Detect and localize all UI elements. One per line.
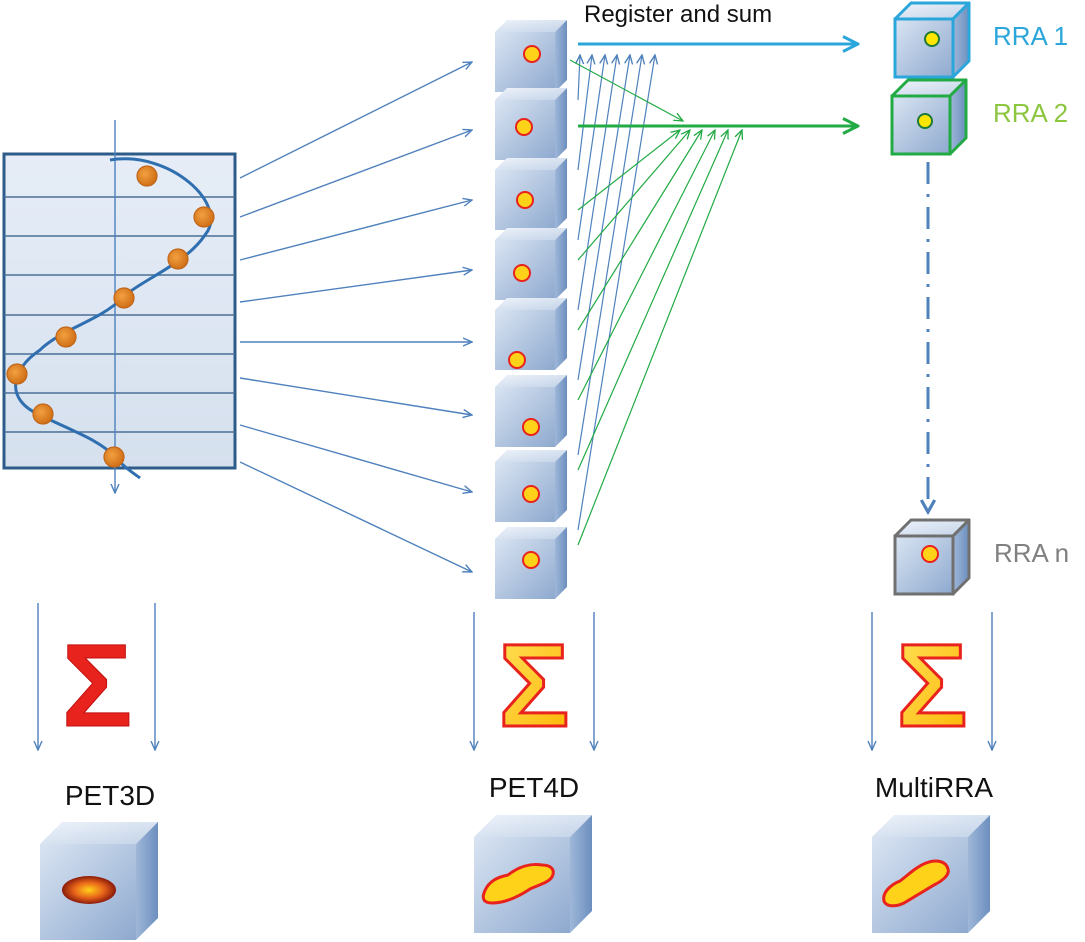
rran-cube [893, 518, 971, 596]
gated-frame-cube [495, 375, 567, 447]
sum-sigma-icon: Σ [62, 620, 133, 752]
gated-frame-stack [495, 20, 567, 599]
gated-frame-cube [495, 20, 567, 92]
gated-frame-cube [495, 228, 567, 300]
pet4d-label: PET4D [489, 772, 579, 803]
rran-label: RRA n [994, 538, 1069, 568]
gated-frame-cube [495, 158, 567, 230]
register-and-sum-label: Register and sum [584, 1, 772, 28]
sum-arrows [38, 603, 992, 750]
gated-frame-cube [495, 88, 567, 160]
gate-dot [32, 403, 54, 425]
registration-arrows-rra2 [569, 59, 742, 546]
gate-dot [55, 326, 77, 348]
gate-dot [103, 446, 125, 468]
gated-frame-cube [495, 298, 567, 370]
gated-frame-cube [495, 450, 567, 522]
gate-dot [6, 363, 28, 385]
pet4d-result-cube [474, 815, 592, 933]
gate-dot [113, 287, 135, 309]
sum-sigma-icon: Σ [499, 620, 570, 752]
multirra-label: MultiRRA [875, 772, 994, 803]
sum-sigma-icon: Σ [897, 620, 968, 752]
rra2-label: RRA 2 [993, 98, 1068, 128]
gate-dot [193, 206, 215, 228]
gated-frame-cube [495, 527, 567, 599]
rra1-label: RRA 1 [993, 21, 1068, 51]
respiratory-signal-panel [2, 120, 237, 493]
rra1-cube [893, 1, 971, 79]
gate-dot [167, 248, 189, 270]
multirra-result-cube [872, 815, 990, 933]
pet3d-result-cube [40, 822, 158, 940]
gate-to-frame-arrows [239, 62, 472, 572]
pet3d-label: PET3D [65, 780, 155, 811]
registration-arrows-rra1 [578, 55, 655, 531]
rra2-cube [890, 78, 968, 156]
gate-dot [136, 165, 158, 187]
respiratory-gate-dots [6, 165, 215, 468]
